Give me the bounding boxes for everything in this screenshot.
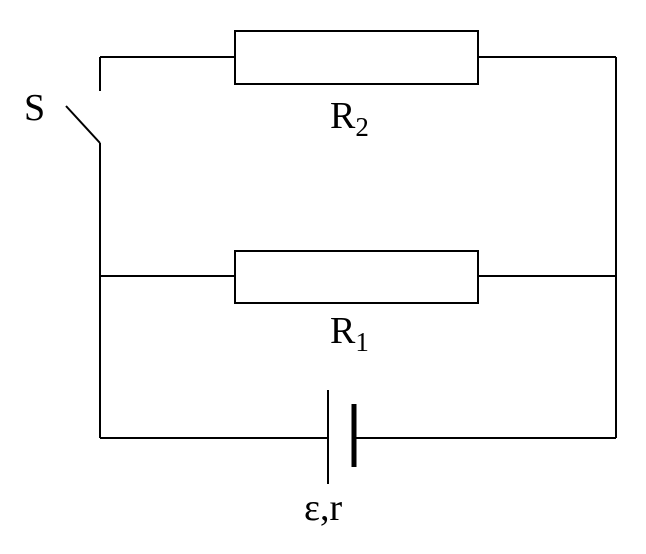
top-branch xyxy=(99,30,616,91)
switch-label: S xyxy=(24,87,45,129)
middle-branch xyxy=(100,250,616,304)
resistor-r1-body xyxy=(234,250,479,304)
resistor-r1-label: R1 xyxy=(330,310,369,357)
resistor-r2-subscript: 2 xyxy=(355,112,369,142)
resistor-r2-letter: R xyxy=(330,95,356,137)
resistor-r1-letter: R xyxy=(330,310,356,352)
switch-s-blade xyxy=(65,105,101,144)
resistor-r1-subscript: 1 xyxy=(355,327,369,357)
bottom-branch xyxy=(100,390,616,484)
resistor-r2-body xyxy=(234,30,479,85)
battery-label: ε,r xyxy=(304,487,342,529)
resistor-r2-label: R2 xyxy=(330,95,369,142)
